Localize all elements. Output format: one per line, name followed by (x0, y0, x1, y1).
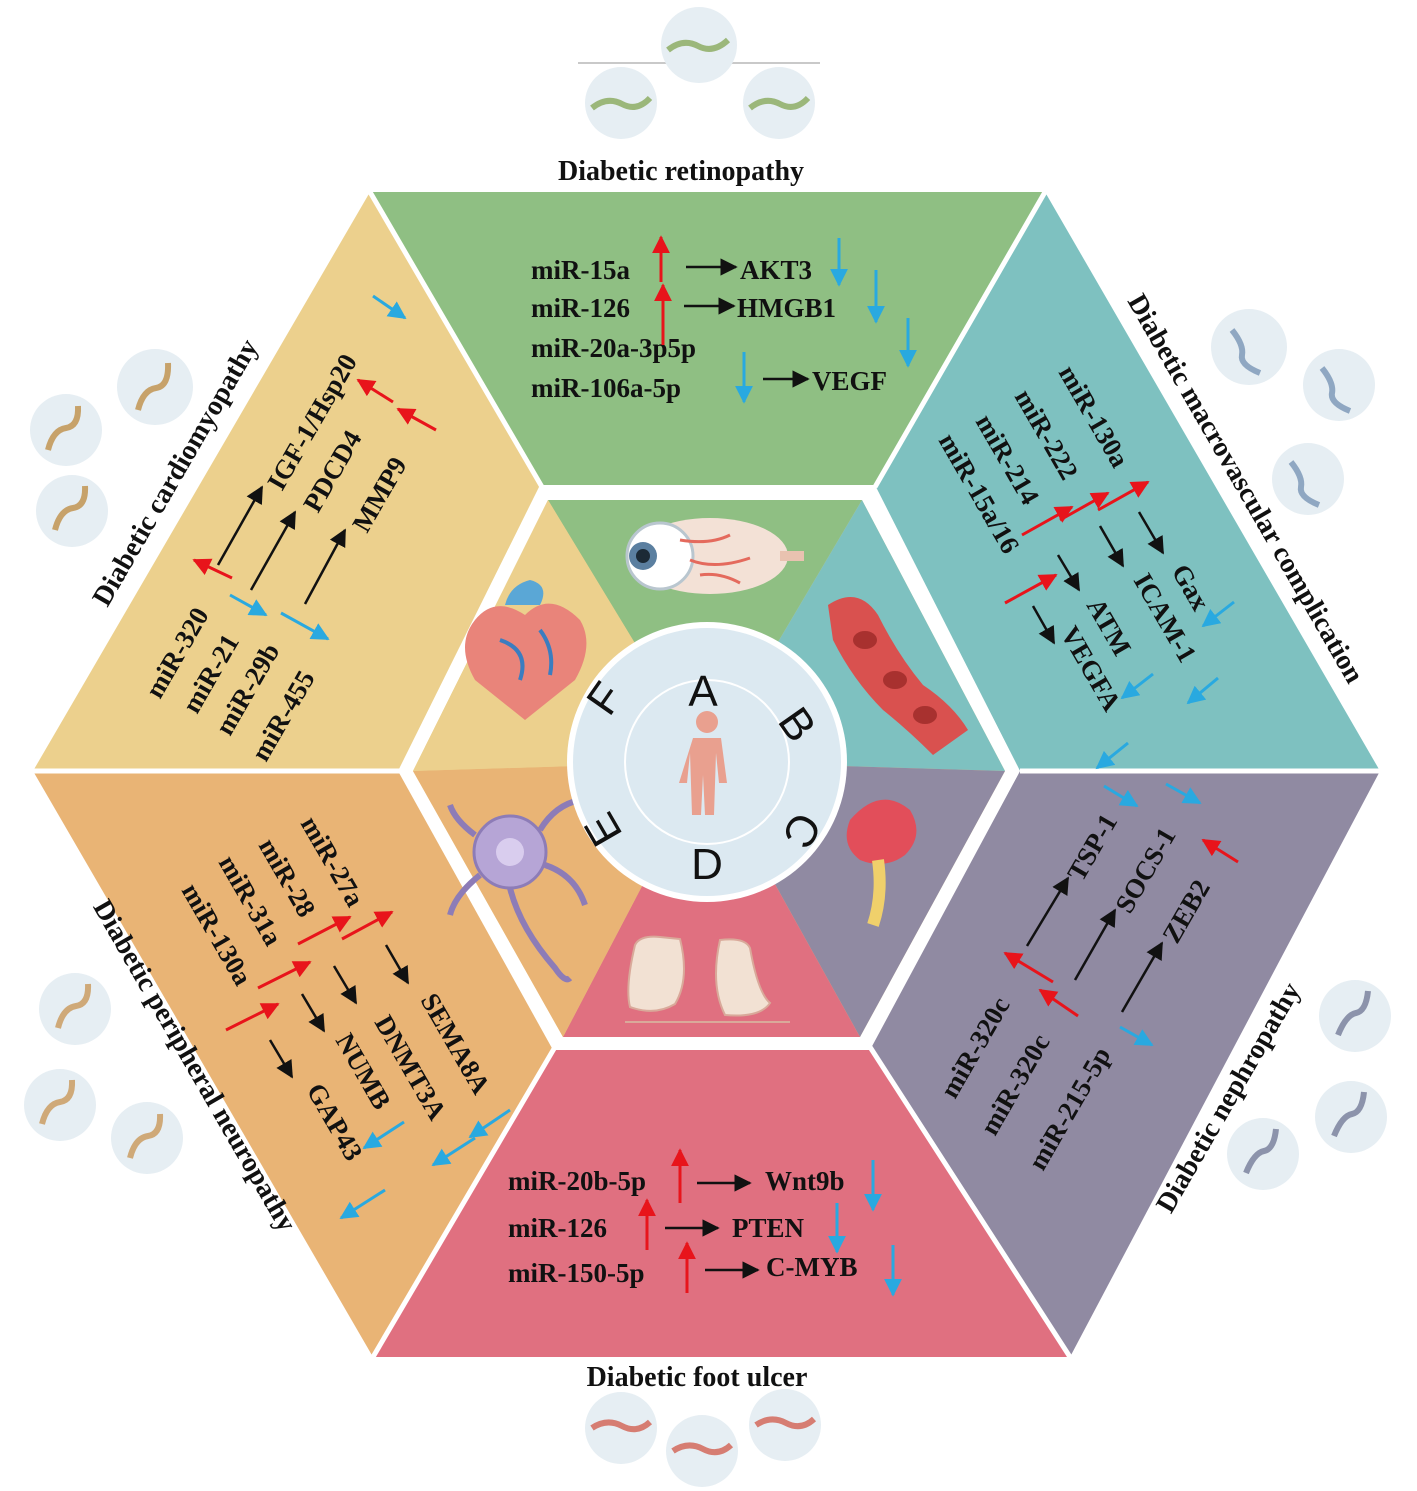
regulation-arrow (384, 944, 410, 985)
upregulation-arrow (1003, 951, 1054, 984)
gene-label: C-MYB (766, 1252, 857, 1282)
center-letter-d: D (691, 840, 723, 889)
upregulation-arrow (297, 915, 352, 946)
mirna-label: miR-20a-3p5p (531, 333, 696, 363)
mirna-label: miR-126 (508, 1213, 607, 1243)
regulation-arrow (303, 528, 347, 605)
downregulation-arrow (362, 1120, 405, 1150)
regulation-arrow (1120, 941, 1164, 1013)
downregulation-arrow (1103, 784, 1139, 808)
human-body-icon (679, 711, 727, 815)
downregulation-arrow (431, 1136, 476, 1167)
feet-icon (625, 935, 790, 1023)
regulation-arrow (1025, 876, 1070, 947)
regulation-arrow (216, 485, 264, 566)
foot-ulcer-content: miR-20b-5p miR-126 miR-150-5p Wnt9b PTEN… (508, 1148, 902, 1297)
regulation-arrow (1073, 908, 1117, 981)
upregulation-arrow (1004, 573, 1058, 605)
mirna-label: miR-20b-5p (508, 1166, 646, 1196)
gene-label: AKT3 (740, 255, 812, 285)
gene-label: HMGB1 (737, 293, 836, 323)
center-letter-a: A (688, 667, 718, 716)
gene-label: Wnt9b (765, 1166, 845, 1196)
downregulation-arrow (339, 1188, 386, 1220)
mirna-label: miR-150-5p (508, 1258, 645, 1288)
neuron-icon (447, 797, 588, 983)
kidney-icon (846, 799, 917, 927)
section-neuropathy (33, 771, 555, 1357)
downregulation-arrow (468, 1108, 511, 1139)
section-dividers (33, 190, 1380, 1359)
downregulation-arrow (1120, 672, 1154, 700)
mirna-label: miR-126 (531, 293, 630, 323)
downregulation-arrow (229, 593, 268, 617)
downregulation-arrow (280, 611, 330, 641)
upregulation-arrow (1038, 988, 1079, 1018)
downregulation-arrow (1186, 676, 1219, 705)
regulation-arrow (1056, 554, 1081, 592)
gene-label: VEGF (812, 366, 887, 396)
downregulation-arrow (1201, 600, 1235, 628)
upregulation-arrow (1201, 838, 1239, 864)
mirna-label: miR-106a-5p (531, 373, 681, 403)
upregulation-arrow (1021, 505, 1074, 537)
heart-icon (465, 580, 587, 720)
section-cardiomyopathy (33, 192, 542, 771)
decorative-cells-left (24, 349, 193, 1174)
blood-vessel-icon (828, 597, 968, 755)
downregulation-arrow (372, 294, 407, 320)
upregulation-arrow (356, 378, 394, 404)
decorative-cells-bottom (585, 1389, 821, 1487)
mirna-label: miR-15a (531, 255, 630, 285)
regulation-arrow (300, 993, 326, 1033)
regulation-arrow (332, 965, 358, 1005)
regulation-arrow (1137, 511, 1165, 555)
upregulation-arrow (396, 407, 437, 432)
regulation-arrow (249, 510, 297, 591)
downregulation-arrow (1165, 782, 1202, 805)
section-retinopathy (370, 192, 1045, 487)
downregulation-arrow (1119, 1025, 1154, 1047)
title-foot-ulcer: Diabetic foot ulcer (587, 1362, 808, 1393)
decorative-cells-top (578, 7, 820, 139)
title-retinopathy: Diabetic retinopathy (558, 156, 804, 187)
upregulation-arrow (341, 910, 394, 941)
section-macrovascular (875, 192, 1380, 771)
gene-label: PTEN (732, 1213, 805, 1243)
regulation-arrow (1031, 605, 1056, 645)
upregulation-arrow (257, 960, 312, 990)
retinopathy-content: miR-15a miR-126 miR-20a-3p5p miR-106a-5p… (531, 235, 917, 404)
eye-icon (625, 518, 804, 594)
center-inner-ring (624, 679, 790, 845)
section-nephropathy (870, 771, 1380, 1357)
upregulation-arrow (192, 558, 233, 580)
regulation-arrow (268, 1039, 294, 1079)
upregulation-arrow (225, 1002, 280, 1032)
downregulation-arrow (1095, 741, 1129, 770)
decorative-cells-right (1211, 309, 1391, 1190)
regulation-arrow (1098, 525, 1125, 568)
